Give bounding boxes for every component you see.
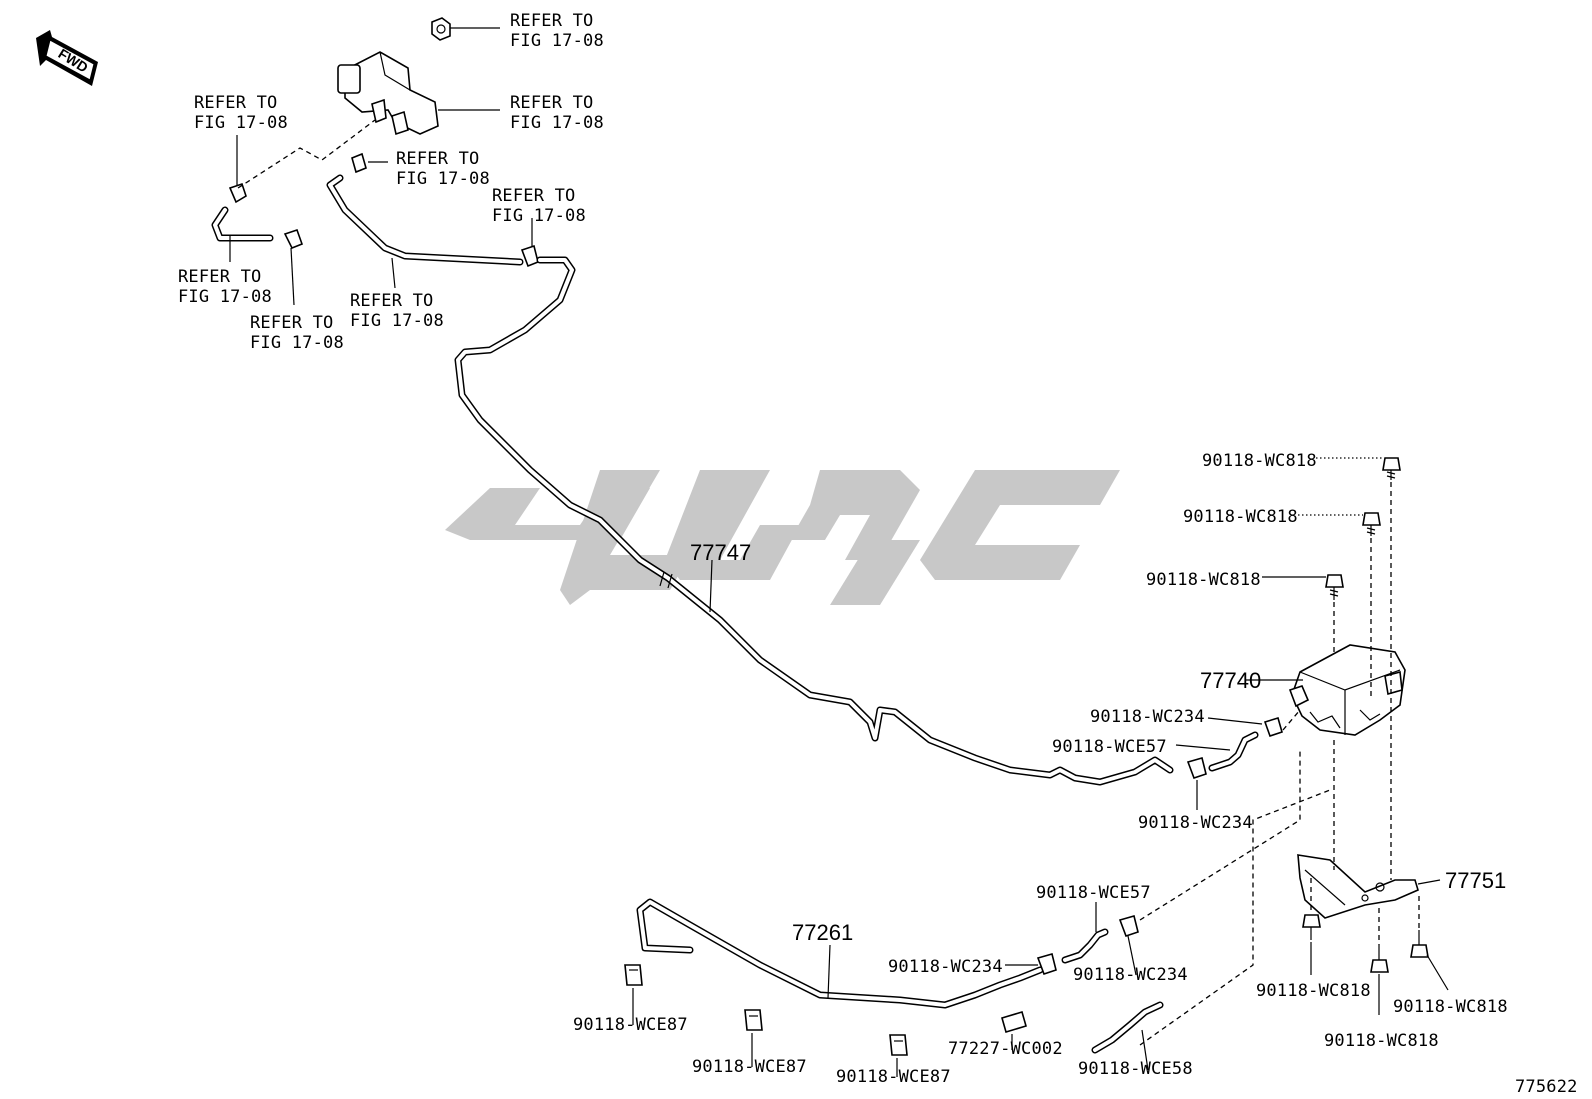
- callout-label: 90118-WC234: [1073, 965, 1188, 985]
- clip-icon: [1001, 1011, 1027, 1033]
- refer-label: FIG 17-08: [194, 113, 288, 133]
- fuel-tube-77747: [454, 256, 1174, 786]
- callout-label: 90118-WC234: [888, 957, 1003, 977]
- part-number-label: 77747: [690, 540, 751, 565]
- refer-label: REFER TO: [510, 93, 593, 113]
- hose-mid-top: [326, 174, 524, 266]
- clip-icon: [889, 1034, 908, 1056]
- clamp-icon: [1263, 716, 1283, 738]
- clip-icon: [744, 1009, 763, 1031]
- refer-label: FIG 17-08: [492, 206, 586, 226]
- hose-wce58: [1091, 1001, 1164, 1054]
- figure-number: 775622: [1515, 1077, 1578, 1097]
- small-hose-left: [211, 206, 274, 242]
- refer-label: FIG 17-08: [510, 31, 604, 51]
- clip-icon: [228, 182, 304, 250]
- callout-label: 90118-WC818: [1256, 981, 1371, 1001]
- callout-label: 90118-WC818: [1202, 451, 1317, 471]
- canister-77740: [1288, 644, 1406, 736]
- callout-label: 90118-WCE58: [1078, 1059, 1193, 1079]
- refer-label: FIG 17-08: [396, 169, 490, 189]
- refer-label: REFER TO: [396, 149, 479, 169]
- refer-label: REFER TO: [492, 186, 575, 206]
- part-number-label: 77751: [1445, 868, 1506, 893]
- bolt-icon: [1302, 914, 1321, 940]
- callout-label: 90118-WC234: [1090, 707, 1205, 727]
- callout-label: 90118-WCE87: [573, 1015, 688, 1035]
- callout-label: 90118-WCE87: [692, 1057, 807, 1077]
- refer-label: FIG 17-08: [178, 287, 272, 307]
- callout-label: 90118-WC234: [1138, 813, 1253, 833]
- bracket-77751: [1297, 854, 1419, 919]
- part-number-label: 77261: [792, 920, 853, 945]
- callout-label: 90118-WCE57: [1052, 737, 1167, 757]
- bolt-icon: [1382, 457, 1401, 480]
- bolt-icon: [1370, 945, 1389, 973]
- callout-label: 90118-WC818: [1393, 997, 1508, 1017]
- bolt-icon: [1410, 930, 1429, 958]
- callout-label: 90118-WC818: [1183, 507, 1298, 527]
- callout-label: 77227-WC002: [948, 1039, 1063, 1059]
- refer-label: FIG 17-08: [250, 333, 344, 353]
- clamp-icon: [1186, 757, 1207, 780]
- clamp-icon: [1118, 915, 1139, 938]
- clip-icon: [624, 964, 643, 986]
- bolt-icon: [1362, 512, 1381, 536]
- hose-wce57-lower: [1061, 928, 1109, 964]
- clamp-icon: [351, 152, 539, 268]
- nut-icon: [431, 17, 451, 41]
- labels: REFER TO FIG 17-08 REFER TO FIG 17-08 RE…: [178, 11, 1578, 1097]
- bolt-icon: [1325, 574, 1344, 600]
- part-number-label: 77740: [1200, 668, 1261, 693]
- refer-label: REFER TO: [350, 291, 433, 311]
- refer-label: REFER TO: [510, 11, 593, 31]
- callout-label: 90118-WC818: [1146, 570, 1261, 590]
- vsv-valve: [337, 51, 439, 136]
- callout-label: 90118-WC818: [1324, 1031, 1439, 1051]
- refer-label: FIG 17-08: [510, 113, 604, 133]
- clamp-icon: [1036, 953, 1057, 976]
- refer-label: REFER TO: [194, 93, 277, 113]
- watermark-logo: [445, 470, 1120, 605]
- fwd-arrow-icon: FWD: [36, 30, 98, 86]
- callout-label: 90118-WCE87: [836, 1067, 951, 1087]
- refer-label: FIG 17-08: [350, 311, 444, 331]
- hose-wce57: [1208, 731, 1259, 772]
- vent-tube-77261: [636, 898, 1044, 1009]
- refer-label: REFER TO: [250, 313, 333, 333]
- refer-label: REFER TO: [178, 267, 261, 287]
- callout-label: 90118-WCE57: [1036, 883, 1151, 903]
